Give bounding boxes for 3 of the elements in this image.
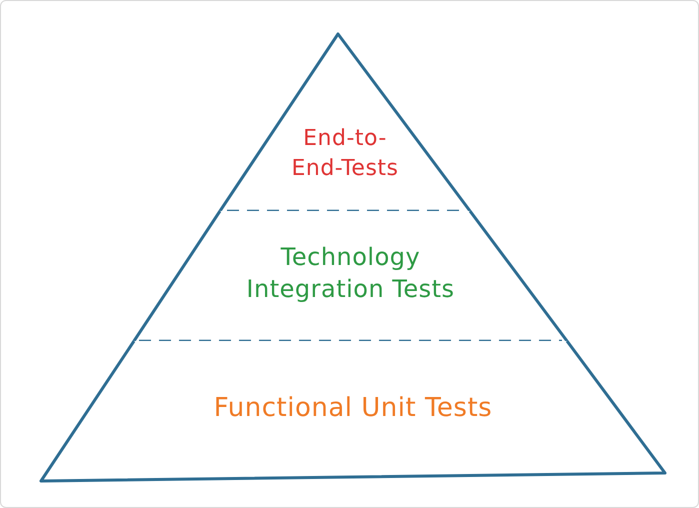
tier-label: Technology Integration Tests — [245, 242, 456, 306]
tier-label: Functional Unit Tests — [212, 392, 494, 425]
tier-label: End-to- End-Tests — [290, 125, 400, 183]
